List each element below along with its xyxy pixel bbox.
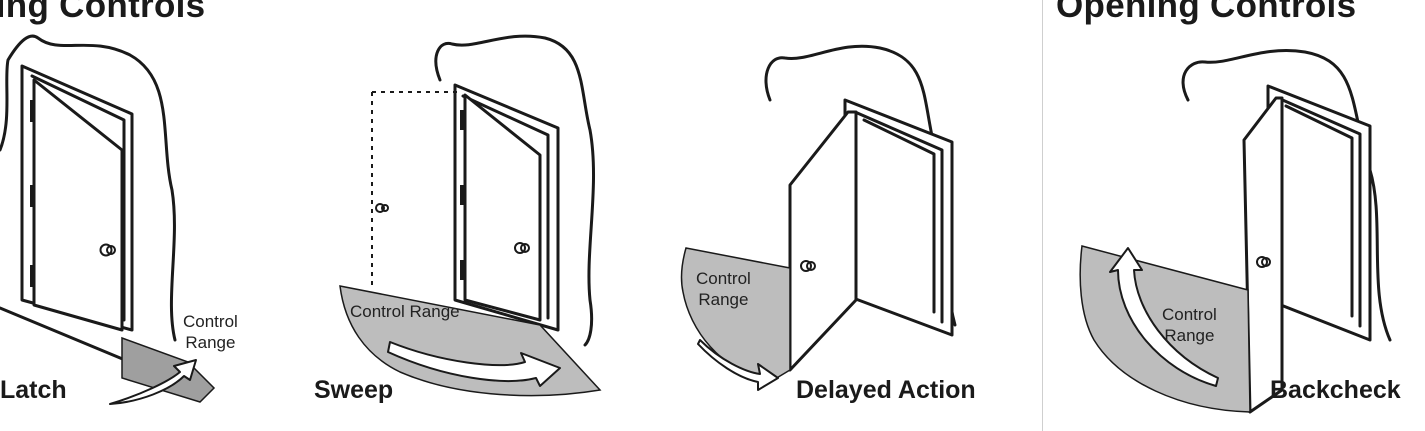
latch-control-range xyxy=(121,336,216,403)
delayed-range-label-line2: Range xyxy=(698,290,749,309)
sweep-open-door-outline xyxy=(371,91,462,285)
panel-title-delayed-action: Delayed Action xyxy=(796,376,976,404)
latch-door-knob xyxy=(99,243,113,257)
backcheck-door-knob xyxy=(1256,256,1268,268)
latch-frame-inner xyxy=(30,74,126,322)
backcheck-range-label: Control Range xyxy=(1162,304,1217,346)
sweep-range-label: Control Range xyxy=(350,301,460,322)
delayed-range-label-line1: Control xyxy=(696,269,751,288)
latch-range-label: Control Range xyxy=(183,311,238,353)
panel-title-backcheck: Backcheck xyxy=(1270,376,1401,404)
delayed-door-knob xyxy=(800,260,812,272)
section-divider xyxy=(1042,0,1043,431)
delayed-door-leaf xyxy=(788,110,858,372)
latch-door-leaf xyxy=(32,78,124,332)
latch-range-label-line2: Range xyxy=(185,333,236,352)
latch-hinge-top xyxy=(30,100,35,122)
sweep-open-knob xyxy=(375,203,385,213)
panel-title-latch: Latch xyxy=(0,376,67,404)
backcheck-range-label-line1: Control xyxy=(1162,305,1217,324)
backcheck-wall-outline xyxy=(1181,49,1392,342)
panel-title-sweep: Sweep xyxy=(314,376,394,404)
latch-range-label-line1: Control xyxy=(183,312,238,331)
sweep-door-leaf xyxy=(463,93,542,322)
latch-illustration xyxy=(0,34,216,405)
backcheck-range-label-line2: Range xyxy=(1164,326,1215,345)
latch-arrow xyxy=(109,359,197,405)
latch-floor-line xyxy=(0,306,127,362)
delayed-range-label: Control Range xyxy=(696,268,751,310)
sweep-door-knob xyxy=(514,242,526,254)
opening-controls-heading: Opening Controls xyxy=(1056,0,1357,25)
latch-hinge-bottom xyxy=(30,265,35,287)
delayed-arrow xyxy=(697,339,779,391)
sweep-illustration xyxy=(339,34,602,397)
sweep-wall-outline xyxy=(434,34,595,347)
delayed-action-illustration xyxy=(680,44,957,391)
latch-hinge-middle xyxy=(30,185,35,207)
latch-wall-outline xyxy=(0,34,177,342)
sweep-range-label-line1: Control Range xyxy=(350,302,460,321)
backcheck-arrow xyxy=(1109,247,1219,387)
sweep-arrow xyxy=(387,341,561,387)
backcheck-illustration xyxy=(1079,49,1392,414)
closing-controls-heading: sing Controls xyxy=(0,0,206,25)
